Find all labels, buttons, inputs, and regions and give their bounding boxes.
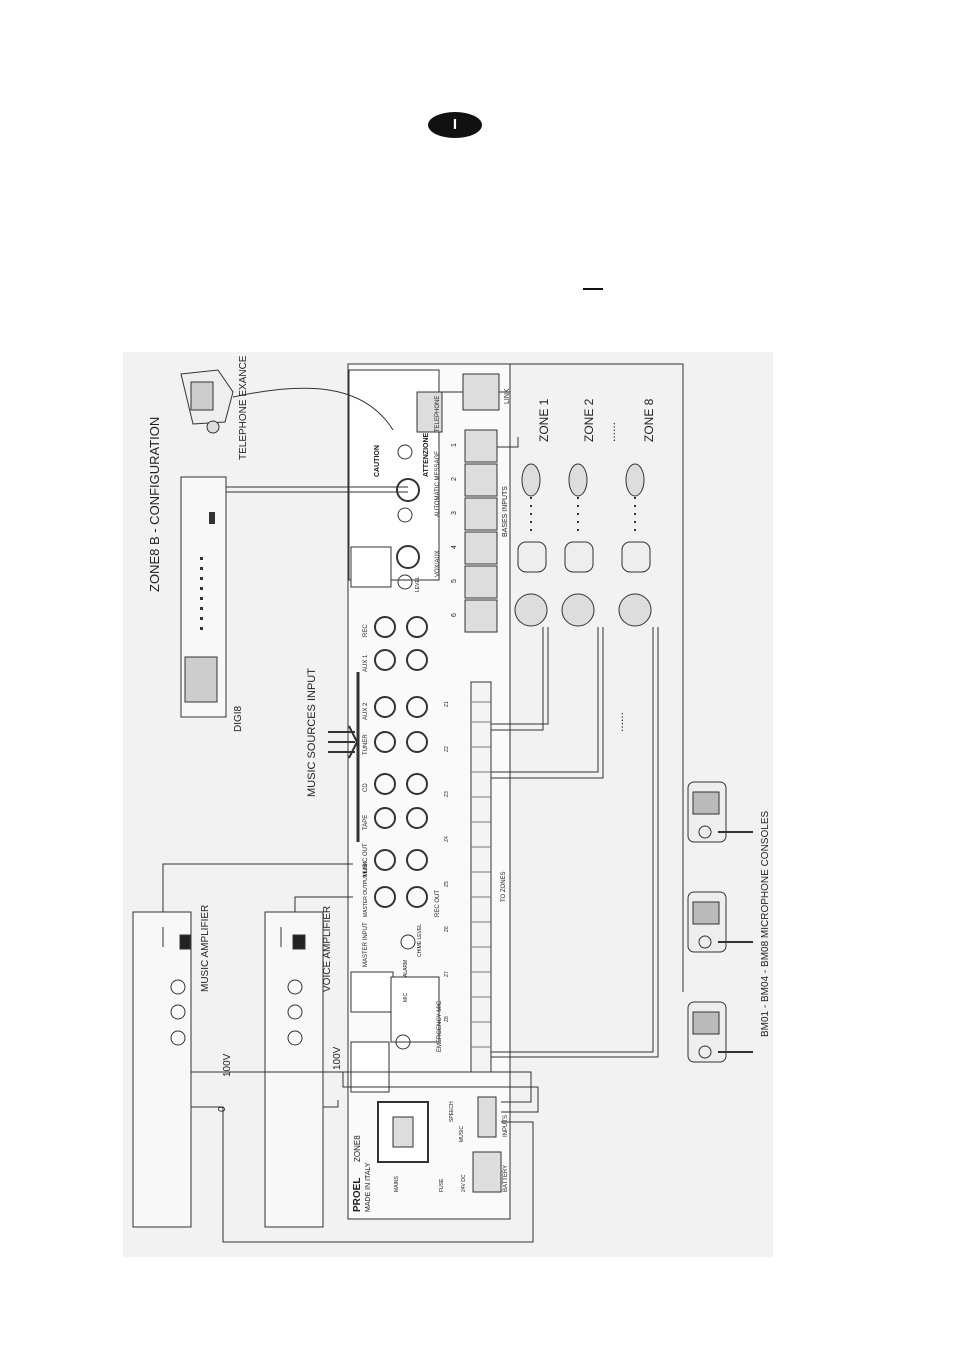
battery-label: BATTERY: [503, 1165, 509, 1192]
alarm-label: ALARM: [403, 960, 409, 977]
unit-made-in: MADE IN ITALY: [365, 1162, 372, 1212]
base-port-5: 5: [451, 579, 458, 583]
music-amplifier: [132, 911, 192, 1228]
music-sources-label: MUSIC SOURCES INPUT: [306, 668, 318, 797]
terminal-z6: Z6: [444, 926, 450, 932]
terminal-z8: Z8: [444, 1016, 450, 1022]
auto-message-jack[interactable]: [396, 478, 420, 502]
base-port-3: 3: [451, 511, 458, 515]
rca-cd: CD: [363, 783, 369, 792]
terminal-z5: Z5: [444, 881, 450, 887]
master-input-connector: [350, 971, 394, 1013]
mic-label: MIC: [403, 992, 409, 1002]
link-port: [462, 373, 500, 411]
zone-wire-dots: ......: [612, 712, 626, 732]
rec-out-label: REC OUT: [435, 890, 441, 917]
auto-message-label: AUTOMATIC MESSAGE: [435, 451, 441, 517]
telephone-level-knob[interactable]: [397, 444, 413, 460]
inputs-label: INPUTS: [503, 1115, 509, 1137]
rca-master-output: MASTER OUTPUT LINK: [363, 861, 369, 917]
vox-aux-jack[interactable]: [396, 545, 420, 569]
mains-label: MAINS: [394, 1176, 400, 1193]
unit-model: ZONE8: [353, 1135, 362, 1162]
level-label: LEVEL: [415, 576, 421, 592]
rca-jacks[interactable]: [374, 616, 428, 908]
rca-aux2: AUX 2: [363, 702, 369, 720]
language-badge: I: [428, 112, 482, 138]
caution-label: CAUTION: [374, 445, 381, 477]
link-port-label: LINK: [504, 388, 511, 404]
rca-aux1: AUX 1: [363, 654, 369, 672]
zone1-remote: [514, 463, 548, 627]
auto-message-level-knob[interactable]: [397, 507, 413, 523]
to-zones-label: TO ZONES: [501, 871, 507, 902]
zone-dots: ......: [604, 422, 618, 442]
zone-terminal-strip: [470, 681, 492, 1073]
attenzione-label: ATTENZIONE: [423, 432, 430, 477]
terminal-z2: Z2: [444, 746, 450, 752]
terminal-z1: Z1: [444, 701, 450, 707]
fuse-label: FUSE: [439, 1178, 445, 1192]
speech-input-label: SPEECH: [449, 1101, 455, 1122]
vox-aux-label: VOX/AUX: [435, 550, 441, 577]
base-port-1: 1: [451, 443, 458, 447]
zone-8-label: ZONE 8: [642, 398, 656, 442]
inputs-terminal: [477, 1096, 497, 1138]
music-sources-arrows: [328, 725, 359, 759]
consoles-label: BM01 - BM04 - BM08 MICROPHONE CONSOLES: [760, 811, 771, 1037]
base-port-4: 4: [451, 545, 458, 549]
zero-label: 0: [217, 1106, 228, 1112]
digi8-label: DIGI8: [233, 705, 244, 732]
emergency-mic-block: [390, 976, 440, 1043]
voice-amp-label: VOICE AMPLIFIER: [322, 906, 333, 992]
telephone-label: TELEPHONE EXANCE: [238, 355, 249, 460]
music-amp-label: MUSIC AMPLIFIER: [200, 905, 211, 992]
terminal-z4: Z4: [444, 836, 450, 842]
microphone-console-2: [687, 891, 753, 953]
terminal-z7: Z7: [444, 971, 450, 977]
rca-tuner: TUNER: [363, 734, 369, 755]
zone-2-label: ZONE 2: [582, 398, 596, 442]
music-input-label: MUSIC: [459, 1126, 465, 1143]
zone8-remote: [618, 463, 652, 627]
base-ports: [464, 429, 498, 633]
battery-terminal: [472, 1151, 502, 1193]
music-amp-out: 100V: [222, 1053, 233, 1077]
base-port-2: 2: [451, 477, 458, 481]
emergency-level-knob[interactable]: [395, 1034, 411, 1050]
terminal-z3: Z3: [444, 791, 450, 797]
telephone-section-label: TELEPHONE: [435, 396, 441, 432]
diagram-title: ZONE8 B - CONFIGURATION: [147, 417, 162, 592]
rca-tape: TAPE: [363, 815, 369, 830]
rca-music-out: MUSIC OUT: [363, 843, 369, 877]
rca-rec: REC: [363, 624, 369, 637]
wiring-diagram: ZONE8 B - CONFIGURATION TELEPHONE EXANCE…: [123, 352, 773, 1257]
unit-brand: PROEL: [352, 1178, 363, 1212]
base-port-6: 6: [451, 613, 458, 617]
chime-level-knob[interactable]: [400, 934, 416, 950]
zone-1-label: ZONE 1: [537, 398, 551, 442]
wiring-diagram-svg: ZONE8 B - CONFIGURATION TELEPHONE EXANCE…: [132, 355, 771, 1243]
vox-aux-level-knob[interactable]: [397, 574, 413, 590]
emergency-mic-label: EMERGENCY MIC: [437, 1000, 443, 1052]
underline-mark: [583, 288, 603, 290]
microphone-console-1: [687, 781, 753, 843]
dc-label: 24V DC: [461, 1174, 467, 1192]
master-input-label: MASTER INPUT: [363, 922, 369, 967]
voice-amp-out: 100V: [332, 1046, 343, 1070]
chime-level-label: CHIME LEVEL: [417, 924, 423, 957]
zone2-remote: [561, 463, 595, 627]
bases-inputs-label: BASES INPUTS: [502, 486, 509, 537]
microphone-console-3: [687, 1001, 753, 1063]
voice-amplifier: [264, 911, 324, 1228]
